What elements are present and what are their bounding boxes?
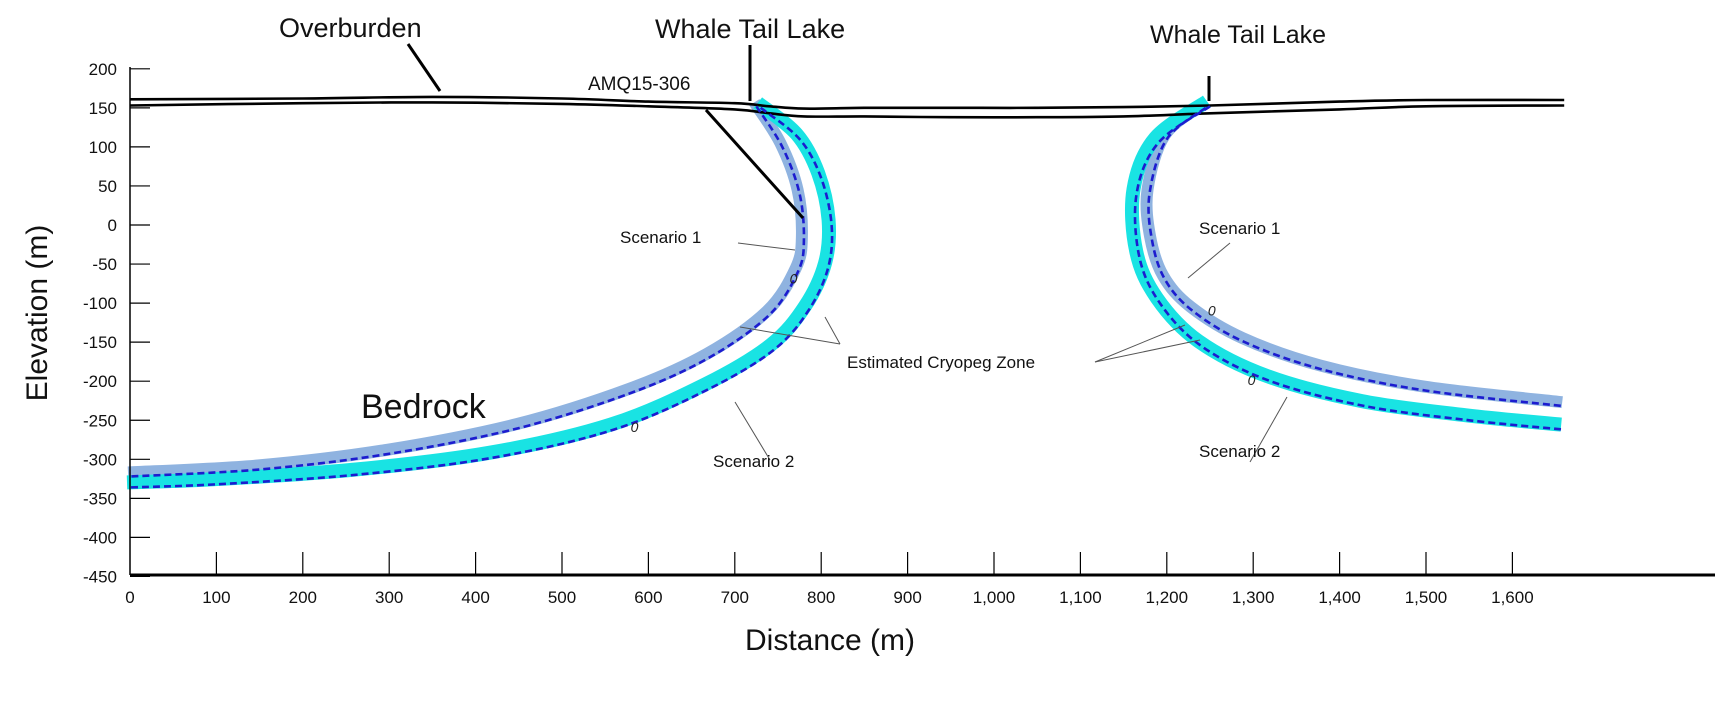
y-tick-label: -400 (83, 528, 117, 547)
y-tick-label: -350 (83, 489, 117, 508)
x-tick-label: 1,300 (1232, 588, 1275, 607)
x-axis-title: Distance (m) (745, 624, 915, 657)
y-tick-label: 200 (89, 60, 117, 79)
y-tick-label: -450 (83, 567, 117, 586)
x-tick-label: 1,600 (1491, 588, 1534, 607)
y-tick-label: -300 (83, 450, 117, 469)
cryopeg-zone-3 (1140, 98, 1563, 409)
talik-zones (126, 95, 1563, 490)
y-tick-label: 0 (108, 216, 117, 235)
talik-boundary-2 (129, 106, 834, 489)
scenario1-left-leader (737, 242, 796, 251)
x-tick-label: 0 (125, 588, 134, 607)
scenario1-right-leader (1187, 242, 1231, 279)
bedrock-top-line (129, 101, 1565, 119)
cryopeg-leader-3 (1094, 324, 1186, 363)
y-tick-label: 150 (89, 99, 117, 118)
x-tick-label: 1,000 (973, 588, 1016, 607)
x-tick-label: 300 (375, 588, 403, 607)
y-axis-title: Elevation (m) (21, 225, 54, 402)
scenario1-right-label: Scenario 1 (1199, 219, 1280, 238)
plot-area: 0 0 0 0 (126, 95, 1565, 490)
whale-tail-lake-right-label: Whale Tail Lake (1150, 21, 1326, 49)
x-tick-label: 1,400 (1318, 588, 1361, 607)
zero-contour-label: 0 (1208, 303, 1216, 319)
y-tick-label: -200 (83, 372, 117, 391)
talik-boundaries (129, 105, 1565, 489)
x-ticks: 0 100 200 300 400 500 600 700 800 900 1,000 1,100 1,… (125, 552, 1534, 607)
y-tick-label: 50 (98, 177, 117, 196)
x-tick-label: 600 (634, 588, 662, 607)
talik-boundary-1 (129, 105, 806, 478)
x-tick-label: 1,100 (1059, 588, 1102, 607)
overburden-label: Overburden (279, 13, 422, 43)
zero-contour-label: 0 (631, 419, 639, 435)
x-tick-label: 200 (289, 588, 317, 607)
y-tick-label: -250 (83, 411, 117, 430)
x-tick-label: 500 (548, 588, 576, 607)
scenario2-right-leader (1249, 396, 1288, 463)
y-ticks: 200 150 100 50 0 -50 -100 -150 -200 -250 -300 -350 -… (83, 60, 150, 586)
cryopeg-zone-1 (127, 99, 808, 479)
ground-lines (129, 95, 1565, 119)
y-tick-label: -50 (92, 255, 117, 274)
talik-boundary-3 (1147, 106, 1565, 408)
bedrock-label: Bedrock (361, 388, 487, 426)
zero-contour-label: 0 (790, 271, 798, 287)
x-tick-label: 400 (461, 588, 489, 607)
cryopeg-zone-4 (1124, 95, 1562, 432)
axes: 200150100500-50-100-150-200-250-300-350-… (21, 60, 1715, 657)
x-tick-label: 100 (202, 588, 230, 607)
x-tick-label: 700 (721, 588, 749, 607)
scenario2-left-label: Scenario 2 (713, 452, 794, 471)
overburden-leader (406, 43, 442, 92)
scenario1-left-label: Scenario 1 (620, 228, 701, 247)
cryopeg-leader-4 (1094, 339, 1201, 363)
zero-contour-label: 0 (1248, 372, 1256, 388)
y-tick-label: -150 (83, 333, 117, 352)
y-tick-label: -100 (83, 294, 117, 313)
borehole-label: AMQ15-306 (588, 74, 690, 95)
scenario2-right-label: Scenario 2 (1199, 442, 1280, 461)
x-tick-label: 1,500 (1405, 588, 1448, 607)
x-tick-label: 800 (807, 588, 835, 607)
zero-markers: 0 0 0 0 (631, 271, 1256, 435)
x-tick-label: 900 (893, 588, 921, 607)
cryopeg-leader-1 (739, 326, 841, 345)
overburden-top-line (129, 95, 1565, 110)
scenario2-left-leader (734, 401, 771, 461)
annotations: Overburden Whale Tail Lake Whale Tail La… (279, 13, 1326, 471)
cryopeg-zone-2 (126, 97, 837, 490)
cryopeg-label: Estimated Cryopeg Zone (847, 353, 1035, 372)
cryopeg-leader-2 (824, 316, 841, 345)
talik-boundary-4 (1133, 105, 1565, 431)
borehole-line (704, 108, 805, 220)
x-tick-label: 1,200 (1146, 588, 1189, 607)
y-tick-label: 100 (89, 138, 117, 157)
whale-tail-lake-left-label: Whale Tail Lake (655, 14, 845, 44)
